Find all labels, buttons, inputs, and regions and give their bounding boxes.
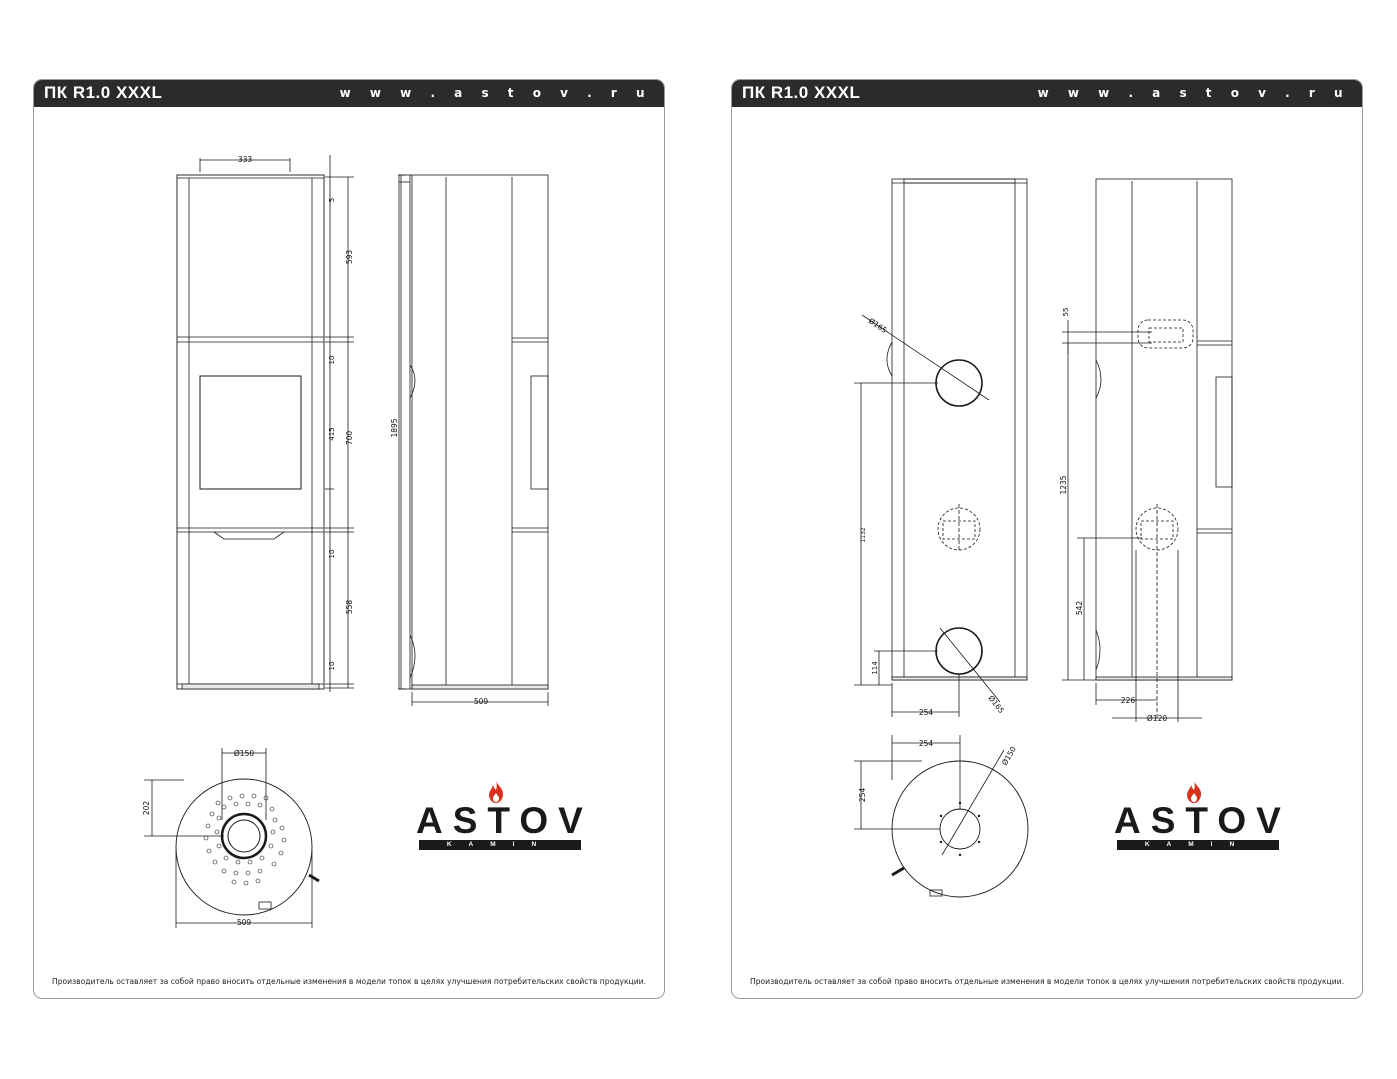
svg-text:55: 55 <box>1062 308 1070 317</box>
logo-brand: ASTOV <box>1114 800 1291 841</box>
vent-holes <box>203 793 287 886</box>
svg-text:254: 254 <box>919 739 934 748</box>
mount-holes <box>939 801 981 857</box>
svg-text:10: 10 <box>328 550 336 559</box>
logo-sub: KAMIN <box>446 841 554 848</box>
dim-height-chain: 5 593 10 415 700 10 558 10 <box>325 155 354 692</box>
svg-text:415: 415 <box>328 427 336 440</box>
svg-text:10: 10 <box>328 662 336 671</box>
rear-side-top-views: Ø165 Ø165 1132 114 254 <box>854 178 1233 898</box>
dim-total-height: 1895 <box>390 174 406 690</box>
dim-top-offset-y: 254 <box>854 760 940 830</box>
dim-rear-offset: 254 <box>891 674 960 717</box>
svg-text:114: 114 <box>871 661 879 675</box>
svg-text:10: 10 <box>328 356 336 365</box>
footer-note: Производитель оставляет за собой право в… <box>749 977 1344 986</box>
svg-text:593: 593 <box>345 250 354 265</box>
logo-sub: KAMIN <box>1144 841 1252 848</box>
dim-side-height: 1235 542 <box>1059 343 1142 681</box>
svg-text:Ø165: Ø165 <box>986 694 1006 716</box>
website-link[interactable]: w w w . a s t o v . r u <box>339 86 652 100</box>
sheet-header: ПК R1.0 XXXL w w w . a s t o v . r u <box>34 80 664 107</box>
svg-text:1235: 1235 <box>1059 475 1068 494</box>
top-view <box>175 778 320 916</box>
dim-side-depth: 509 <box>411 692 549 706</box>
svg-text:558: 558 <box>345 600 354 615</box>
svg-text:509: 509 <box>237 918 252 927</box>
side-view <box>398 174 549 690</box>
dim-side-diameter: Ø120 <box>1112 550 1202 723</box>
model-title: ПК R1.0 XXXL <box>742 83 861 102</box>
svg-text:226: 226 <box>1121 696 1136 705</box>
svg-text:254: 254 <box>858 788 867 803</box>
model-title: ПК R1.0 XXXL <box>44 83 163 102</box>
svg-text:542: 542 <box>1075 601 1084 616</box>
dim-front-width: 333 <box>199 155 291 172</box>
svg-text:700: 700 <box>345 431 354 446</box>
front-view <box>176 174 325 690</box>
dim-side-offset: 226 <box>1095 683 1157 705</box>
side-view-right <box>1095 178 1233 720</box>
flame-icon <box>489 781 503 803</box>
flame-icon <box>1187 781 1201 803</box>
dim-top-diameter: Ø150 <box>221 748 267 820</box>
front-side-top-views: 333 5 593 10 415 700 10 558 10 <box>142 155 549 928</box>
dim-top-diameter-right: Ø150 <box>1000 745 1018 767</box>
svg-text:Ø120: Ø120 <box>1147 714 1167 723</box>
dim-top-offset: 202 <box>142 779 224 837</box>
astov-logo: ASTOV KAMIN <box>416 780 586 855</box>
dim-top-offset-x: 254 <box>891 735 961 810</box>
svg-text:Ø150: Ø150 <box>1000 745 1018 767</box>
svg-text:1895: 1895 <box>390 418 399 437</box>
astov-logo: ASTOV KAMIN <box>1114 780 1284 855</box>
svg-text:509: 509 <box>474 697 489 706</box>
dim-top-width: 509 <box>175 850 313 928</box>
footer-note: Производитель оставляет за собой право в… <box>51 977 646 986</box>
dim-side-top: 55 <box>1062 308 1152 354</box>
svg-text:254: 254 <box>919 708 934 717</box>
website-link[interactable]: w w w . a s t o v . r u <box>1037 86 1350 100</box>
svg-text:202: 202 <box>142 801 151 816</box>
svg-text:Ø150: Ø150 <box>234 749 254 758</box>
dim-rear-height: 1132 114 <box>854 382 938 686</box>
dim-label: 333 <box>238 155 253 164</box>
drawing-sheet-1: ПК R1.0 XXXL w w w . a s t o v . r u 333 <box>33 79 665 999</box>
sheet-header: ПК R1.0 XXXL w w w . a s t o v . r u <box>732 80 1362 107</box>
dim-rear-upper-diameter: Ø165 <box>861 314 990 401</box>
svg-text:5: 5 <box>328 198 336 202</box>
logo-brand: ASTOV <box>416 800 593 841</box>
svg-text:Ø165: Ø165 <box>867 316 889 335</box>
rear-view <box>886 178 1028 681</box>
svg-text:1132: 1132 <box>860 527 867 542</box>
drawing-sheet-2: ПК R1.0 XXXL w w w . a s t o v . r u Ø16… <box>731 79 1363 999</box>
logo-bar <box>1117 840 1279 850</box>
logo-bar <box>419 840 581 850</box>
